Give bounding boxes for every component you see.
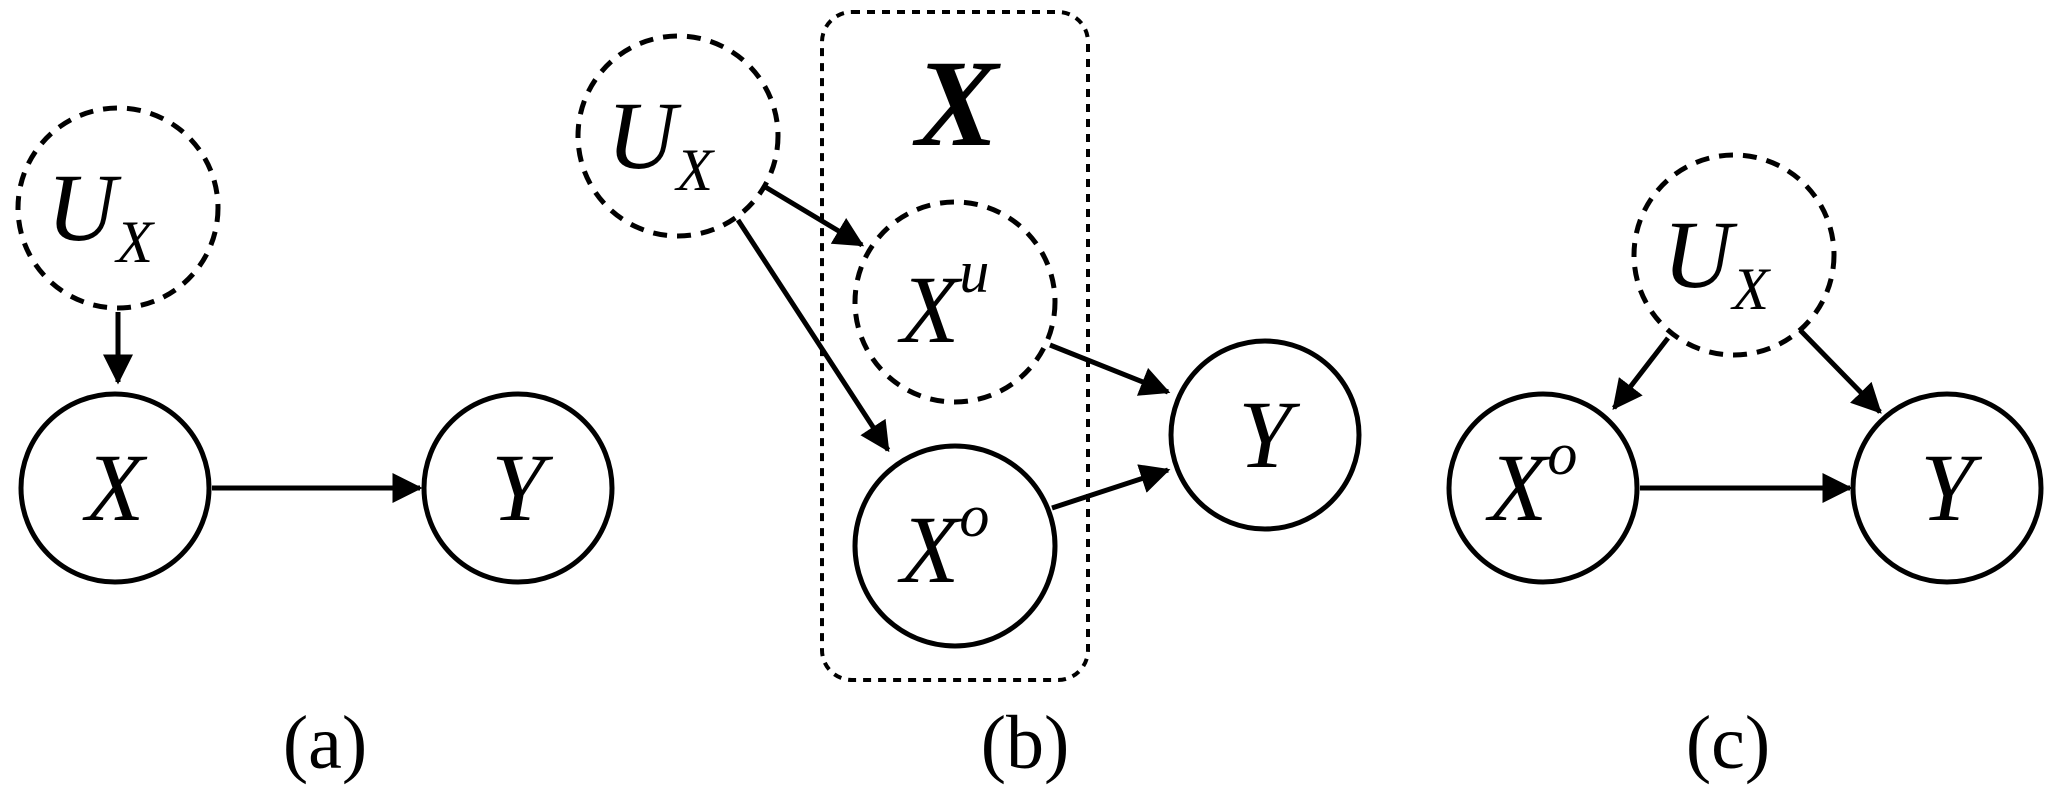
svg-text:UX: UX xyxy=(607,82,715,203)
svg-text:UX: UX xyxy=(1663,201,1771,322)
node-main-label: U xyxy=(47,154,122,261)
node-main-label: X xyxy=(897,496,963,603)
node-y: Y xyxy=(1168,338,1362,532)
node-subscript: X xyxy=(114,209,155,275)
node-main-label: U xyxy=(607,82,682,189)
edge-ux-to-y xyxy=(1798,328,1882,414)
svg-text:Xo: Xo xyxy=(897,483,990,603)
node-latent-ux: UX xyxy=(575,33,781,239)
group-box-x xyxy=(820,10,1090,682)
node-subscript: X xyxy=(1730,256,1771,322)
node-y: Y xyxy=(421,391,615,585)
node-y: Y xyxy=(1850,391,2044,585)
node-latent-ux: UX xyxy=(1631,152,1837,358)
edge-ux-to-xu xyxy=(760,182,865,248)
panel-b: X UX Xu Xo Y (b) xyxy=(575,10,1362,785)
panel-a: UX X Y (a) xyxy=(15,105,615,785)
svg-text:UX: UX xyxy=(47,154,155,275)
node-main-label: Y xyxy=(491,434,553,541)
node-superscript: o xyxy=(959,483,989,549)
edge-xu-to-y xyxy=(1049,342,1171,396)
node-main-label: X xyxy=(82,434,148,541)
node-superscript: o xyxy=(1547,421,1577,487)
node-main-label: X xyxy=(897,256,963,363)
panel-c: UX Xo Y (c) xyxy=(1446,152,2044,785)
caption-c: (c) xyxy=(1686,701,1770,785)
node-main-label: X xyxy=(1485,434,1551,541)
edge-ux-to-xo xyxy=(735,218,891,453)
node-x: X xyxy=(18,391,212,585)
node-main-label: U xyxy=(1663,201,1738,308)
node-xo: Xo xyxy=(1446,391,1640,585)
caption-a: (a) xyxy=(283,701,367,785)
node-latent-ux: UX xyxy=(15,105,221,311)
svg-text:Xo: Xo xyxy=(1485,421,1578,541)
node-superscript: u xyxy=(959,239,989,305)
edge-ux-to-xo xyxy=(1612,336,1670,410)
node-subscript: X xyxy=(674,137,715,203)
node-latent-xu: Xu xyxy=(852,199,1058,405)
node-main-label: Y xyxy=(1920,434,1982,541)
node-xo: Xo xyxy=(852,443,1058,649)
edge-xo-to-y xyxy=(1051,464,1171,511)
group-label-x: X xyxy=(912,35,1002,172)
node-main-label: Y xyxy=(1238,381,1300,488)
svg-text:Xu: Xu xyxy=(897,239,990,363)
caption-b: (b) xyxy=(981,701,1070,785)
